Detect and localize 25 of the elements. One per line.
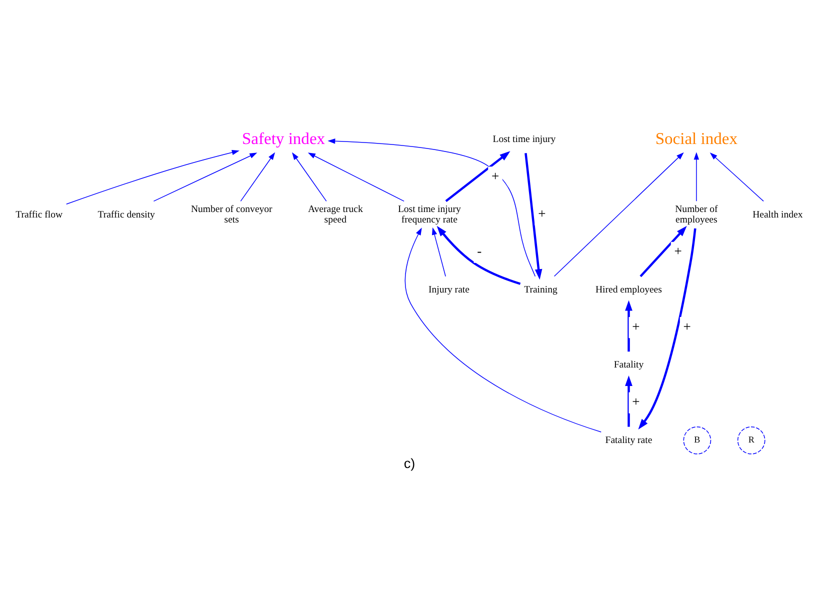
node-text: Social index	[655, 128, 738, 148]
edge-label: +	[538, 206, 546, 222]
caption: c)	[404, 456, 416, 471]
edge-label: +	[632, 318, 640, 334]
edge-label: +	[491, 168, 500, 184]
edge-label: -	[477, 244, 482, 259]
node-text: Training	[524, 284, 558, 296]
edge-label: +	[683, 318, 691, 334]
node-text: Hired employees	[596, 284, 662, 296]
node-text: Health index	[752, 209, 803, 220]
edge-label: +	[632, 394, 640, 410]
label: B	[694, 434, 700, 445]
node-text: Number of employees	[675, 204, 718, 226]
node-text: Average truck speed	[308, 204, 363, 226]
node-text: Traffic flow	[16, 209, 63, 220]
node-text: Fatality	[614, 360, 644, 371]
node-text: Fatality rate	[605, 434, 652, 446]
edge-label: +	[674, 244, 682, 259]
node-text: Traffic density	[98, 209, 155, 220]
node-text: Injury rate	[428, 284, 470, 296]
node-text: Safety index	[242, 128, 326, 148]
node-text: Lost time injury	[492, 134, 556, 146]
node-text: Lost time injury frequency rate	[398, 204, 461, 226]
node-text: Number of conveyor sets	[190, 204, 272, 226]
label: R	[748, 434, 754, 445]
